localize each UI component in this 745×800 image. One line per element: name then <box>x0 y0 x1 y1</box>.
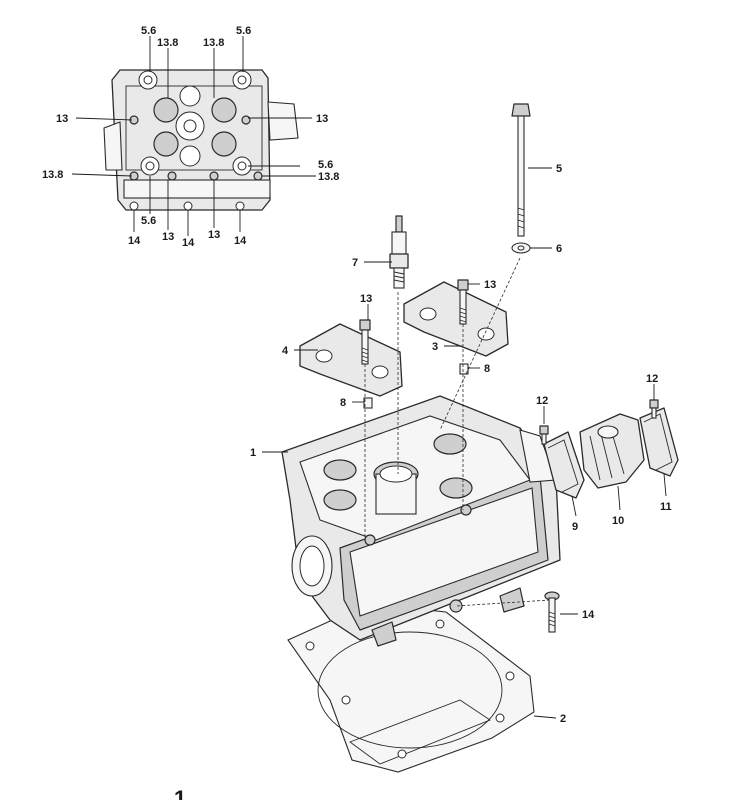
cap-bolt-13-right <box>457 279 469 325</box>
long-bolt-5 <box>511 103 531 237</box>
inset-label-13-8-top-left: 13.8 <box>157 37 178 49</box>
inset-label-14-bottom-c: 14 <box>234 235 247 247</box>
callout-12-right: 12 <box>646 373 658 385</box>
inset-label-13-8-bottom-right: 13.8 <box>318 171 339 183</box>
inset-label-13-right: 13 <box>316 113 328 125</box>
callout-9: 9 <box>572 521 578 533</box>
callout-13-right: 13 <box>484 279 496 291</box>
spark-plug-7 <box>389 215 409 289</box>
inset-label-14-bottom-b: 14 <box>182 237 195 249</box>
callout-8-left: 8 <box>340 397 346 409</box>
callout-12-left: 12 <box>536 395 548 407</box>
inset-label-13-left: 13 <box>56 113 68 125</box>
inset-label-13-bottom-a: 13 <box>162 231 174 243</box>
callout-6: 6 <box>556 243 562 255</box>
inset-label-5-6-bottom: 5.6 <box>141 215 156 227</box>
intake-boot-10 <box>579 413 645 489</box>
inset-label-13-bottom-b: 13 <box>208 229 220 241</box>
cap-bolt-13-left <box>359 319 371 365</box>
callout-5: 5 <box>556 163 562 175</box>
callout-10: 10 <box>612 515 624 527</box>
callout-13-left: 13 <box>360 293 372 305</box>
clamp-9 <box>543 431 585 499</box>
camshaft-cap-4 <box>299 323 403 397</box>
callout-3: 3 <box>432 341 438 353</box>
callout-7: 7 <box>352 257 358 269</box>
inset-label-5-6-top-right: 5.6 <box>236 25 251 37</box>
callout-4: 4 <box>282 345 289 357</box>
inset-label-14-bottom-a: 14 <box>128 235 141 247</box>
inset-label-5-6-right: 5.6 <box>318 159 333 171</box>
clamp-screw-12-left <box>539 425 549 445</box>
inset-label-13-8-top-right: 13.8 <box>203 37 224 49</box>
inset-label-5-6-top-left: 5.6 <box>141 25 156 37</box>
callout-14: 14 <box>582 609 595 621</box>
callout-2: 2 <box>560 713 566 725</box>
head-gasket <box>287 603 535 773</box>
callout-8-right: 8 <box>484 363 490 375</box>
clamp-11 <box>639 407 679 477</box>
washer-6 <box>511 242 531 254</box>
camshaft-cap-3 <box>403 281 509 357</box>
callout-1: 1 <box>250 447 256 459</box>
footer-mark: 1 <box>174 786 186 800</box>
callout-11: 11 <box>660 501 672 513</box>
cylinder-head <box>281 395 561 647</box>
lower-bolt-14 <box>544 591 560 633</box>
dowel-8-left <box>363 397 373 409</box>
inset-label-13-8-bottom-left: 13.8 <box>42 169 63 181</box>
inset-top-view: 5.6 5.6 13.8 13.8 13 13 13.8 5.6 13.8 5.… <box>42 25 339 249</box>
